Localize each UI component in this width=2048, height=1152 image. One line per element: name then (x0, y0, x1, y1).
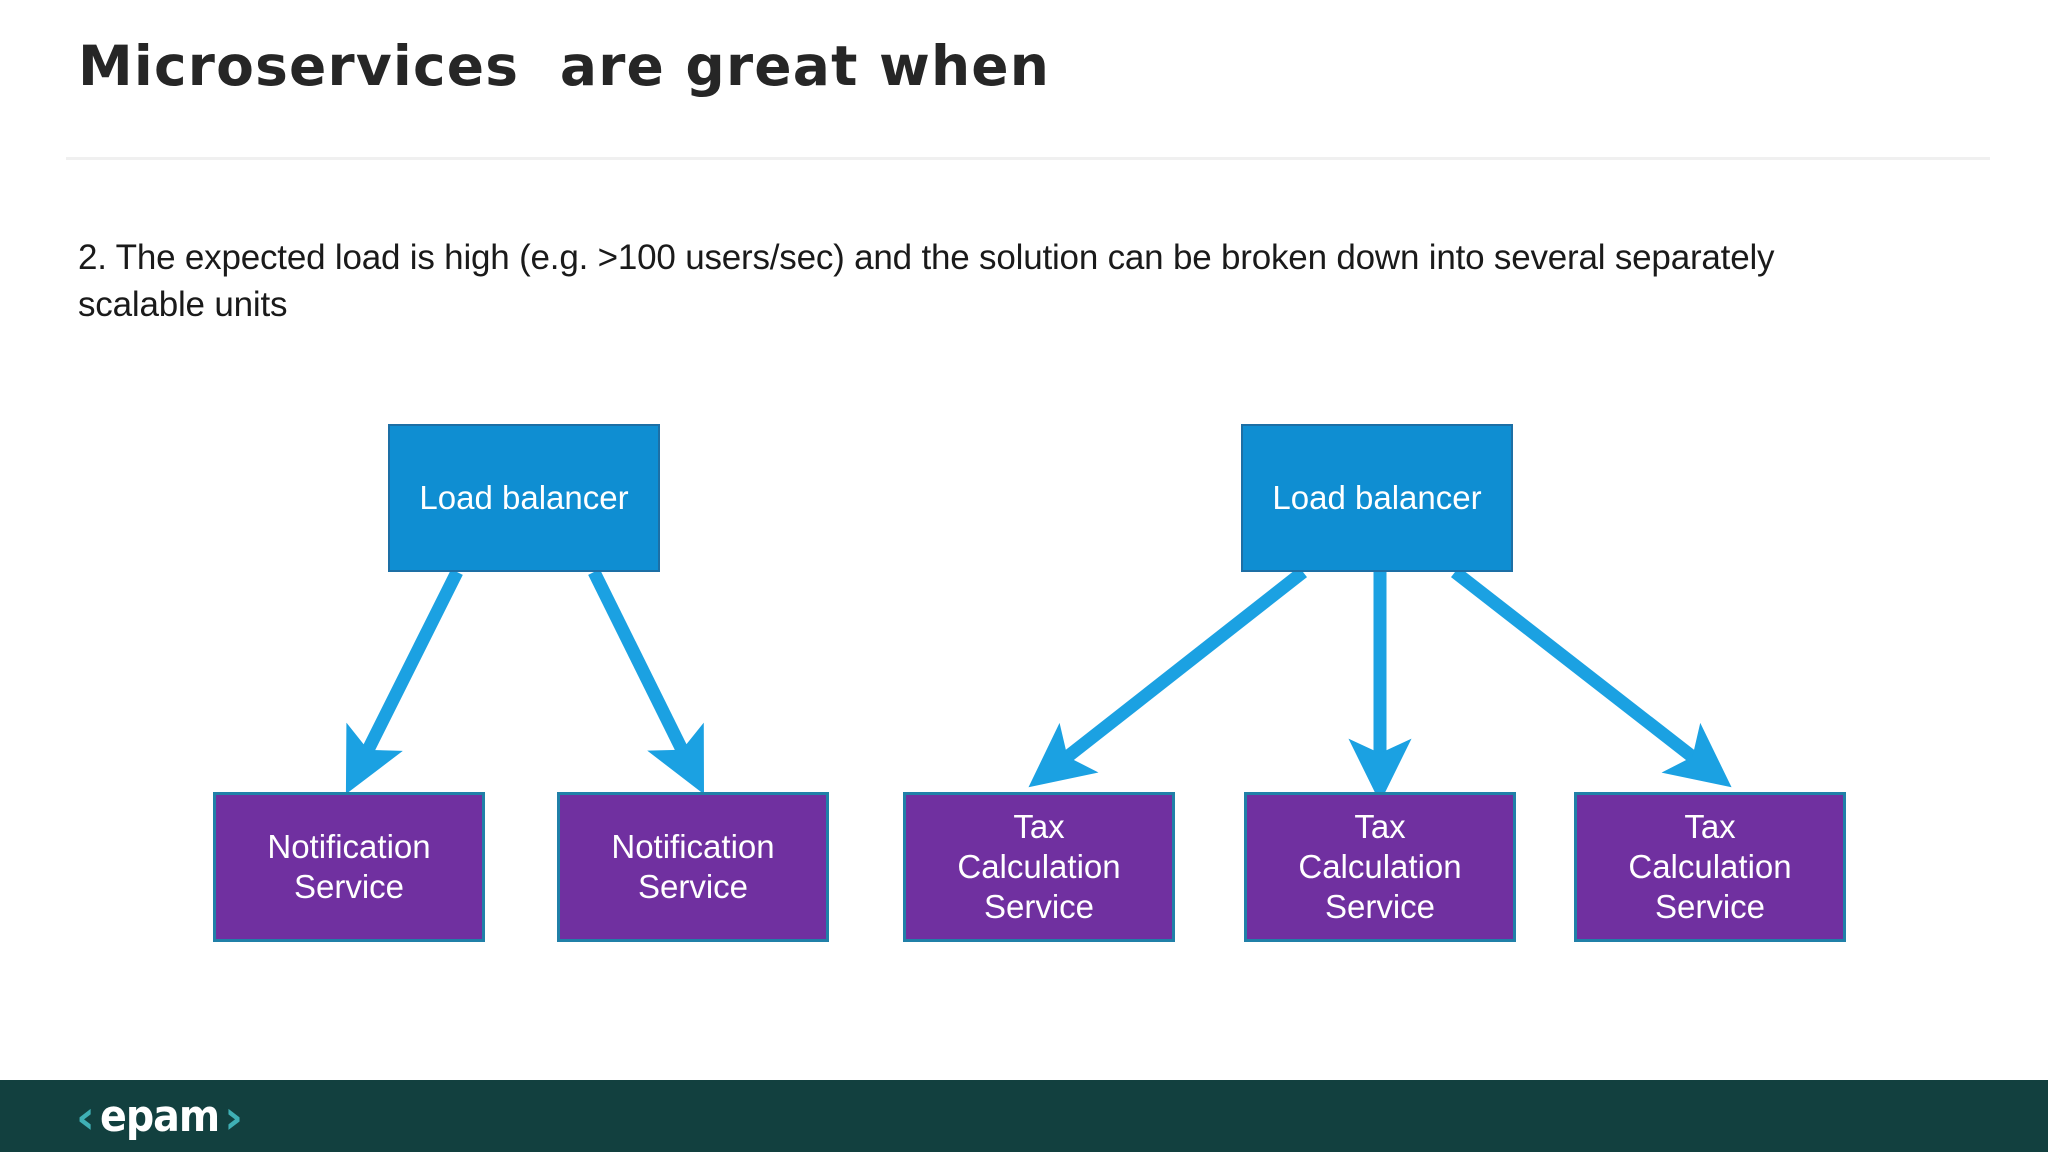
page-title: Microservices are great when (78, 34, 1051, 98)
logo-left-bracket-icon: ‹ (76, 1090, 95, 1144)
connector-lb2-to-tax-1 (1028, 566, 1308, 788)
node-notification-service-2[interactable]: Notification Service (557, 792, 829, 942)
title-divider (66, 157, 1990, 160)
node-tax-calculation-service-3[interactable]: Tax Calculation Service (1574, 792, 1846, 942)
logo-wordmark: epam (99, 1091, 220, 1142)
logo-right-bracket-icon: › (224, 1090, 244, 1144)
node-load-balancer-1[interactable]: Load balancer (388, 424, 660, 572)
node-tax-calculation-service-1[interactable]: Tax Calculation Service (903, 792, 1175, 942)
node-notification-service-1[interactable]: Notification Service (213, 792, 485, 942)
connector-lb1-to-notification-2 (588, 569, 704, 795)
slide-body-text: 2. The expected load is high (e.g. >100 … (78, 238, 1775, 324)
connector-lb1-to-notification-1 (345, 569, 463, 795)
slide-footer: ‹ epam › (0, 1080, 2048, 1152)
node-tax-calculation-service-2[interactable]: Tax Calculation Service (1244, 792, 1516, 942)
node-load-balancer-2[interactable]: Load balancer (1241, 424, 1513, 572)
connector-lb2-to-tax-3 (1451, 566, 1732, 788)
epam-logo: ‹ epam › (76, 1094, 243, 1140)
